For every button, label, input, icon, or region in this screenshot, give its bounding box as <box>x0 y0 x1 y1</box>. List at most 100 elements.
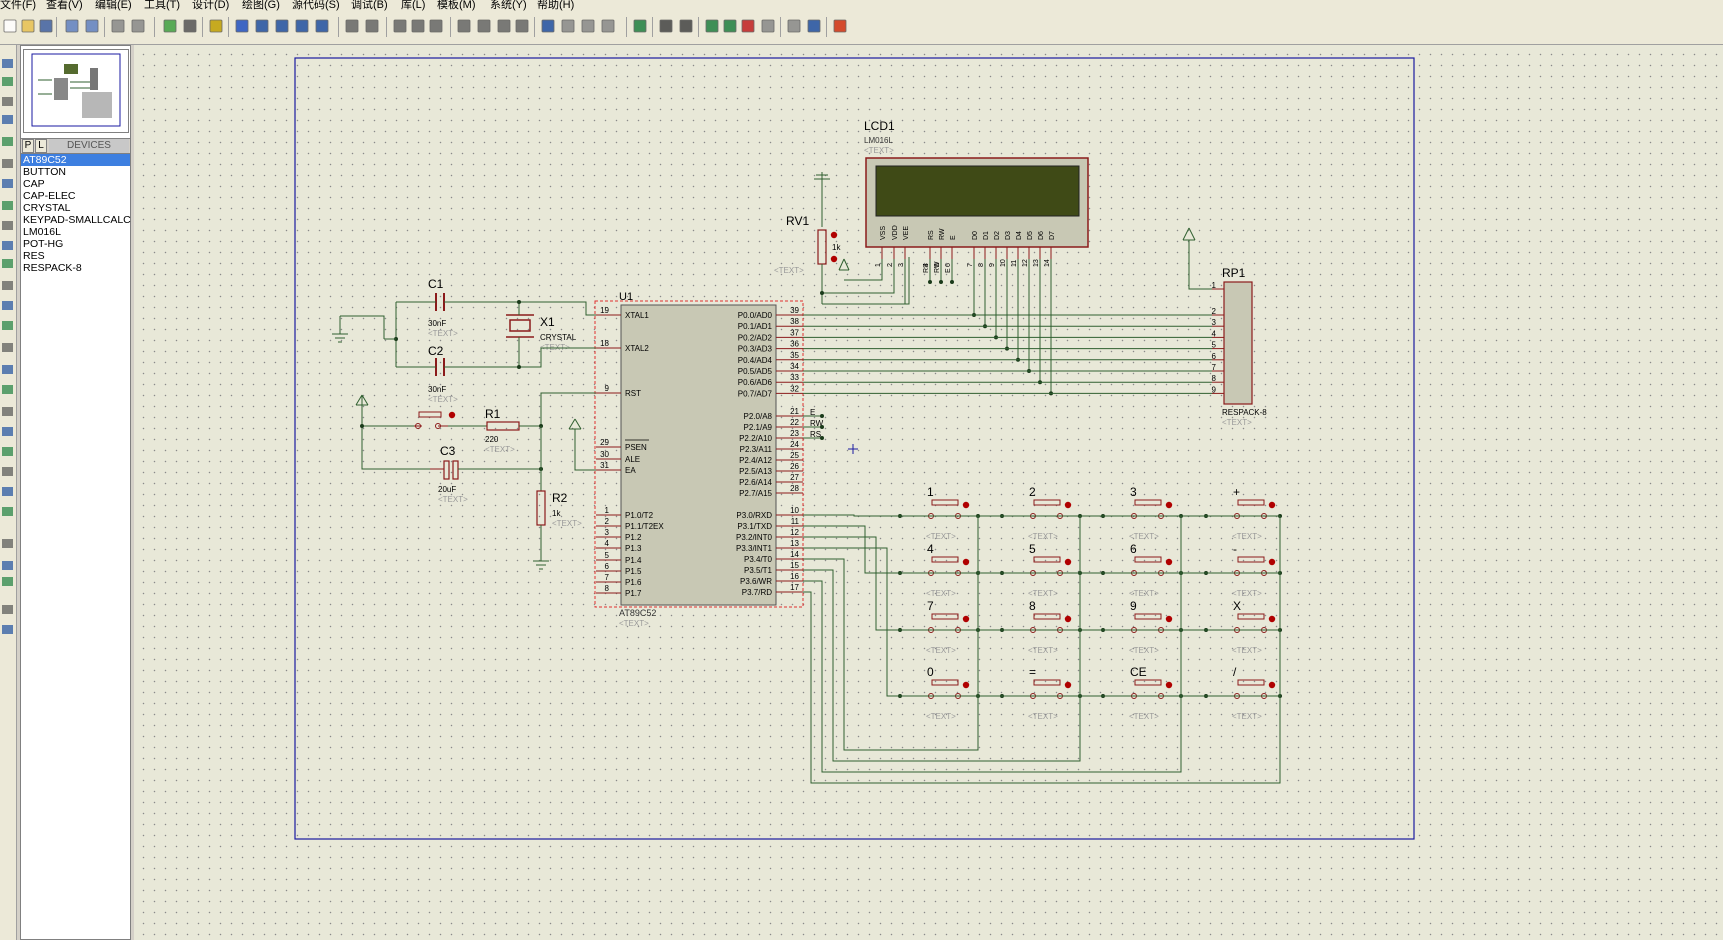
u1-pin-number: 17 <box>790 583 799 592</box>
device-list-item[interactable]: POT-HG <box>23 238 64 250</box>
device-list-item[interactable]: RES <box>23 250 45 262</box>
buses-icon[interactable] <box>1 157 14 170</box>
device-list-item[interactable]: AT89C52 <box>21 154 130 166</box>
text-script-icon[interactable] <box>1 135 14 148</box>
search-icon[interactable] <box>658 18 674 34</box>
zoom-out-icon[interactable] <box>274 18 290 34</box>
subcircuit-icon[interactable] <box>1 177 14 190</box>
menu-item-3[interactable]: 工具(T) <box>144 0 181 11</box>
device-list-item[interactable]: LM016L <box>23 226 61 238</box>
lcd-pin-number: 2 <box>887 263 894 267</box>
rotate-cw-icon[interactable] <box>1 537 14 550</box>
reset-button-contact <box>415 423 421 429</box>
new-sheet-icon[interactable] <box>722 18 738 34</box>
block-copy-icon[interactable] <box>456 18 472 34</box>
generator-icon[interactable] <box>1 279 14 292</box>
box-icon[interactable] <box>1 383 14 396</box>
cut-icon[interactable] <box>392 18 408 34</box>
u1-pin-name: P1.4 <box>625 556 642 565</box>
device-list-item[interactable]: BUTTON <box>23 166 66 178</box>
menu-item-7[interactable]: 调试(B) <box>351 0 388 11</box>
pick-device-icon[interactable] <box>540 18 556 34</box>
junction-dot-icon[interactable] <box>1 95 14 108</box>
device-list-item[interactable]: KEYPAD-SMALLCALC <box>23 214 131 226</box>
device-list-item[interactable]: CAP <box>23 178 45 190</box>
zoom-in-icon[interactable] <box>254 18 270 34</box>
path-icon[interactable] <box>1 445 14 458</box>
virtual-instruments-icon[interactable] <box>1 341 14 354</box>
menu-item-5[interactable]: 绘图(G) <box>242 0 280 11</box>
arc-icon[interactable] <box>1 425 14 438</box>
tape-recorder-icon[interactable] <box>1 257 14 270</box>
menu-item-8[interactable]: 库(L) <box>401 0 426 11</box>
marker-icon[interactable] <box>1 505 14 518</box>
pick-devices-tab[interactable]: P <box>22 139 34 153</box>
undo-icon[interactable] <box>344 18 360 34</box>
refresh-icon[interactable] <box>162 18 178 34</box>
save-icon[interactable] <box>38 18 54 34</box>
overview-preview[interactable] <box>23 49 129 133</box>
graph-icon[interactable] <box>1 239 14 252</box>
import-icon[interactable] <box>64 18 80 34</box>
menu-item-10[interactable]: 系统(Y) <box>490 0 527 11</box>
symbol-icon[interactable] <box>1 485 14 498</box>
block-delete-icon[interactable] <box>514 18 530 34</box>
device-list-item[interactable]: CAP-ELEC <box>23 190 76 202</box>
electrical-rule-check-icon[interactable] <box>806 18 822 34</box>
menu-item-11[interactable]: 帮助(H) <box>537 0 575 11</box>
terminals-icon[interactable] <box>1 199 14 212</box>
mirror-y-icon[interactable] <box>1 623 14 636</box>
bill-of-materials-icon[interactable] <box>786 18 802 34</box>
grid-icon[interactable] <box>182 18 198 34</box>
current-probe-icon[interactable] <box>1 319 14 332</box>
pan-icon[interactable] <box>234 18 250 34</box>
menu-item-4[interactable]: 设计(D) <box>192 0 230 11</box>
block-rotate-icon[interactable] <box>496 18 512 34</box>
device-pins-icon[interactable] <box>1 219 14 232</box>
net-end-dot <box>928 280 932 284</box>
copy-icon[interactable] <box>410 18 426 34</box>
open-folder-icon[interactable] <box>20 18 36 34</box>
remove-sheet-icon[interactable] <box>740 18 756 34</box>
menu-item-1[interactable]: 查看(V) <box>46 0 83 11</box>
property-tool-icon[interactable] <box>678 18 694 34</box>
voltage-probe-icon[interactable] <box>1 299 14 312</box>
menu-item-6[interactable]: 源代码(S) <box>292 0 340 11</box>
zoom-all-icon[interactable] <box>294 18 310 34</box>
export-icon[interactable] <box>84 18 100 34</box>
design-explorer-icon[interactable] <box>704 18 720 34</box>
wire-label-icon[interactable] <box>1 113 14 126</box>
wire-autorouter-icon[interactable] <box>632 18 648 34</box>
device-list-item[interactable]: RESPACK-8 <box>23 262 82 274</box>
menu-item-2[interactable]: 编辑(E) <box>95 0 132 11</box>
menu-item-9[interactable]: 模板(M) <box>437 0 476 11</box>
component-mode-icon[interactable] <box>1 75 14 88</box>
text-icon[interactable] <box>1 465 14 478</box>
keypad-key-label: 4 <box>927 542 934 556</box>
rp1-text-placeholder: <TEXT> <box>1222 418 1252 427</box>
u1-pin-name: P0.5/AD5 <box>738 367 773 376</box>
exit-parent-icon[interactable] <box>760 18 776 34</box>
paste-icon[interactable] <box>428 18 444 34</box>
print-icon[interactable] <box>110 18 126 34</box>
new-file-icon[interactable] <box>2 18 18 34</box>
device-list-item[interactable]: CRYSTAL <box>23 202 71 214</box>
redo-icon[interactable] <box>364 18 380 34</box>
rotation-angle-field[interactable] <box>1 575 14 588</box>
rotate-ccw-icon[interactable] <box>1 559 14 572</box>
origin-icon[interactable] <box>208 18 224 34</box>
library-manager-tab[interactable]: L <box>35 139 47 153</box>
line-icon[interactable] <box>1 363 14 376</box>
block-move-icon[interactable] <box>476 18 492 34</box>
zoom-area-icon[interactable] <box>314 18 330 34</box>
print-preview-icon[interactable] <box>130 18 146 34</box>
make-device-icon[interactable] <box>560 18 576 34</box>
package-tool-icon[interactable] <box>580 18 596 34</box>
menu-item-0[interactable]: 文件(F) <box>0 0 37 11</box>
mirror-x-icon[interactable] <box>1 603 14 616</box>
selection-mode-icon[interactable] <box>1 57 14 70</box>
circle-icon[interactable] <box>1 405 14 418</box>
netlist-to-ares-icon[interactable] <box>832 18 848 34</box>
decompose-icon[interactable] <box>600 18 616 34</box>
